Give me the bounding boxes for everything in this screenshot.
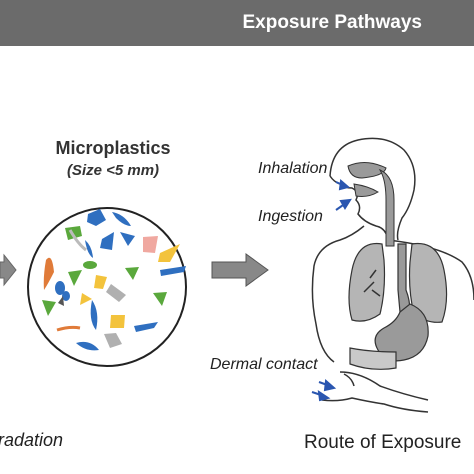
particle xyxy=(160,266,186,276)
human-body xyxy=(311,137,474,413)
section-title: Exposure Pathways xyxy=(242,12,422,33)
route-of-exposure-label: Route of Exposure xyxy=(304,432,462,453)
particle xyxy=(104,333,122,348)
particle xyxy=(106,284,126,302)
particle xyxy=(68,229,87,252)
particle xyxy=(62,291,70,301)
hand-outline xyxy=(343,373,355,387)
particle xyxy=(42,300,56,316)
particle xyxy=(80,293,92,305)
microplastics-circle xyxy=(27,207,187,367)
stomach xyxy=(349,243,429,370)
head-outline xyxy=(329,137,416,241)
particle xyxy=(134,322,158,332)
ingestion-label: Ingestion xyxy=(258,208,323,225)
particle xyxy=(58,296,64,306)
particle xyxy=(94,275,107,289)
size-note: (Size <5 mm) xyxy=(66,162,160,179)
particle xyxy=(56,325,81,332)
particle xyxy=(125,267,139,280)
particle xyxy=(90,300,98,330)
dermal-contact-label: Dermal contact xyxy=(210,356,318,373)
particle xyxy=(112,212,131,226)
particle xyxy=(55,281,65,295)
airway xyxy=(347,162,395,247)
microplastics-title: Microplastics xyxy=(55,138,171,158)
lungs xyxy=(348,242,448,323)
hand-outline xyxy=(339,371,429,401)
degradation-label: radation xyxy=(0,430,64,450)
particle xyxy=(68,270,82,286)
left-partial-arrow xyxy=(0,253,17,287)
particle xyxy=(85,240,93,258)
particle xyxy=(143,236,158,253)
body-outline xyxy=(311,225,365,363)
hand-outline xyxy=(321,397,429,413)
particle xyxy=(100,232,114,250)
particle xyxy=(76,341,99,351)
pointer-arrows xyxy=(311,179,352,402)
particle xyxy=(43,257,54,290)
particle xyxy=(87,209,106,226)
particle xyxy=(158,244,180,262)
particle xyxy=(120,232,135,246)
particles xyxy=(42,209,186,351)
flow-arrow xyxy=(211,253,269,287)
header-bar xyxy=(0,0,474,46)
inhalation-label: Inhalation xyxy=(258,160,328,177)
particle xyxy=(110,315,125,328)
particle xyxy=(83,261,97,269)
particle xyxy=(153,292,167,306)
